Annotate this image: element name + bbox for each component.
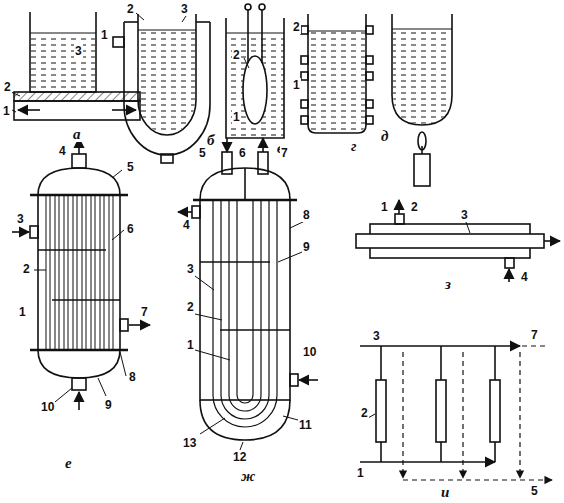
callout-number: 7 <box>280 146 289 160</box>
fig-v <box>226 4 284 138</box>
figure-letter: б <box>206 132 216 148</box>
fig-d <box>392 14 452 186</box>
fig-zh <box>178 138 318 450</box>
fig-e <box>12 138 150 410</box>
callout-number: 10 <box>302 345 317 359</box>
callout-number: 3 <box>186 262 195 276</box>
callout-number: 1 <box>232 110 241 124</box>
callout-number: 2 <box>292 20 301 34</box>
callout-number: 2 <box>3 80 12 94</box>
callout-number: 7 <box>530 328 539 342</box>
callout-number: 7 <box>140 305 149 319</box>
fig-a <box>11 12 140 120</box>
figure-letter: и <box>440 484 450 500</box>
callout-number: 4 <box>58 144 67 158</box>
callout-number: 2 <box>410 200 419 214</box>
callout-number: 2 <box>360 406 369 420</box>
callout-number: 12 <box>232 450 247 464</box>
callout-number: 2 <box>232 48 241 62</box>
fig-i <box>360 346 552 480</box>
figure-letter: а <box>72 126 82 142</box>
callout-number: 1 <box>380 200 389 214</box>
callout-number: 3 <box>460 208 469 222</box>
callout-number: 2 <box>126 2 135 16</box>
callout-number: 1 <box>100 28 109 42</box>
callout-number: 3 <box>16 212 25 226</box>
callout-number: 8 <box>302 208 311 222</box>
callout-number: 1 <box>2 104 11 118</box>
fig-g <box>301 14 373 133</box>
callout-number: 3 <box>372 329 381 343</box>
callout-number: 6 <box>238 146 247 160</box>
figure-letter: ж <box>240 468 256 484</box>
callout-number: 8 <box>128 370 137 384</box>
figure-letter: г <box>350 138 358 154</box>
callout-number: 5 <box>530 484 539 498</box>
callout-number: 4 <box>182 218 191 232</box>
callout-number: 1 <box>292 78 301 92</box>
figure-letter: е <box>64 455 73 471</box>
callout-number: 2 <box>22 262 31 276</box>
figure-letter: д <box>380 128 389 144</box>
callout-number: 3 <box>180 2 189 16</box>
callout-number: 9 <box>302 240 311 254</box>
callout-number: 4 <box>520 270 529 284</box>
callout-number: 1 <box>18 305 27 319</box>
callout-number: 1 <box>186 338 195 352</box>
callout-number: 11 <box>298 418 313 432</box>
callout-number: 5 <box>126 160 135 174</box>
callout-number: 3 <box>74 44 83 58</box>
figure-letter: з <box>444 276 452 292</box>
callout-number: 5 <box>198 146 207 160</box>
callout-number: 10 <box>40 400 55 414</box>
fig-b <box>113 13 210 163</box>
callout-number: 9 <box>104 398 113 412</box>
callout-number: 13 <box>182 436 197 450</box>
callout-number: 6 <box>126 222 135 236</box>
callout-number: 2 <box>186 300 195 314</box>
callout-number: 1 <box>356 466 365 480</box>
fig-z <box>356 200 560 282</box>
